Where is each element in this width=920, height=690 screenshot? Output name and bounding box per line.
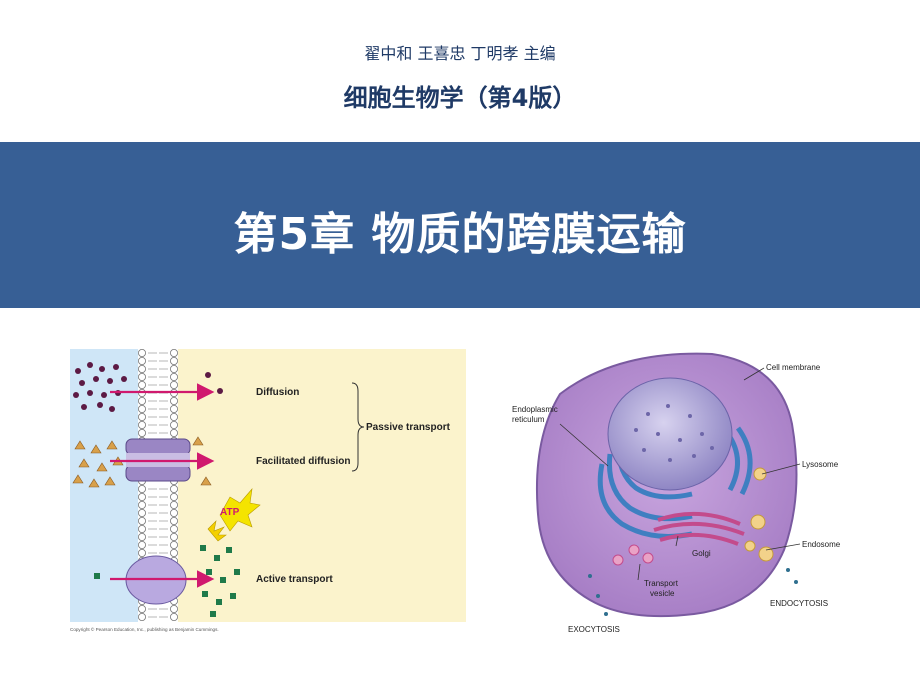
- diffusion-label: Diffusion: [256, 387, 299, 398]
- cell-diagram: Cell membrane Endoplasmic reticulum Lyso…: [512, 352, 841, 634]
- chapter-title: 第5章 物质的跨膜运输: [233, 209, 687, 260]
- er-label-line2: reticulum: [512, 415, 545, 424]
- endosome-label: Endosome: [802, 540, 841, 549]
- golgi-apparatus: [653, 511, 745, 546]
- nucleus: [607, 377, 733, 491]
- cytoplasm-area: [178, 349, 466, 622]
- membrane-transport-figure: ATP Diffusion Facilitated diffusion Pass…: [70, 349, 466, 632]
- endocytosis-label: ENDOCYTOSIS: [770, 599, 828, 608]
- cell-membrane-label: Cell membrane: [766, 363, 821, 372]
- channel-protein: [125, 438, 191, 482]
- authors-line: 翟中和 王喜忠 丁明孝 主编: [364, 44, 556, 63]
- leader-lines: [559, 367, 801, 581]
- transport-vesicle-line2: vesicle: [650, 589, 675, 598]
- atp-burst: ATP: [207, 488, 261, 542]
- atp-label: ATP: [220, 507, 240, 518]
- copyright-note: Copyright © Pearson Education, Inc., pub…: [70, 626, 219, 632]
- vesicles: [612, 467, 774, 566]
- nuclear-pores: [634, 404, 714, 462]
- active-label: Active transport: [256, 574, 333, 585]
- exocytosis-label: EXOCYTOSIS: [568, 625, 620, 634]
- passive-label: Passive transport: [366, 422, 451, 433]
- lysosome-label: Lysosome: [802, 460, 839, 469]
- er-label-line1: Endoplasmic: [512, 405, 558, 414]
- chapter-banner: [0, 142, 920, 308]
- golgi-label: Golgi: [692, 549, 711, 558]
- book-title: 细胞生物学（第4版）: [343, 84, 577, 112]
- transport-vesicle-line1: Transport: [644, 579, 679, 588]
- facilitated-label: Facilitated diffusion: [256, 456, 350, 467]
- endoplasmic-reticulum: [597, 426, 753, 539]
- passive-brace: [351, 382, 365, 472]
- transported-particles: [588, 568, 798, 616]
